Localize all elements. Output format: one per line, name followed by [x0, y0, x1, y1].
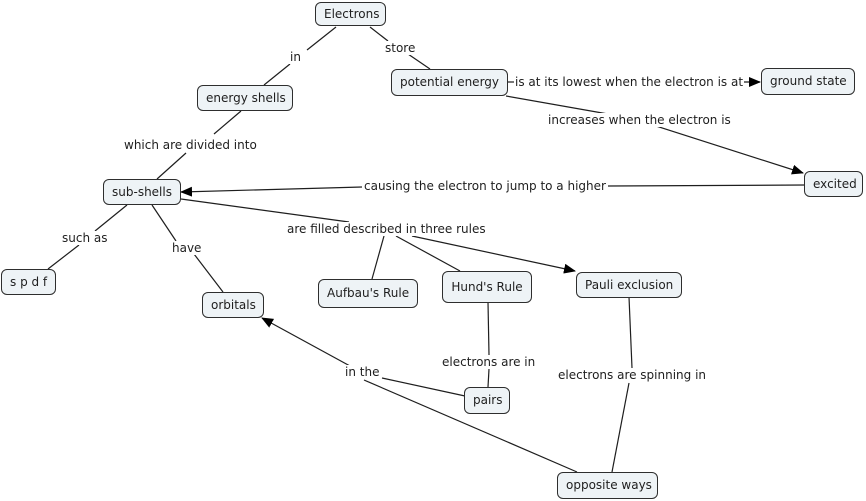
- link-increases[interactable]: increases when the electron is: [547, 113, 732, 127]
- concept-ground-state[interactable]: ground state: [761, 68, 855, 95]
- edge-potential-increases: [505, 95, 609, 115]
- edge-store-potential: [407, 53, 431, 70]
- link-are-filled[interactable]: are filled described in three rules: [286, 222, 487, 236]
- link-electrons-are-spinning-in[interactable]: electrons are spinning in: [557, 368, 708, 382]
- edge-sub-have: [151, 204, 177, 242]
- concept-spdf[interactable]: s p d f: [1, 269, 56, 295]
- concept-aufbau-rule[interactable]: Aufbau's Rule: [318, 279, 418, 308]
- edge-electrons-in: [306, 26, 337, 51]
- concept-energy-shells[interactable]: energy shells: [197, 85, 293, 111]
- link-which-are-divided-into[interactable]: which are divided into: [123, 138, 258, 152]
- edge-divided-sub: [156, 152, 187, 180]
- concept-sub-shells[interactable]: sub-shells: [103, 179, 181, 205]
- edge-suchas-spdf: [47, 244, 80, 270]
- edge-pairs-inthe: [381, 377, 466, 397]
- edge-increases-excited: [655, 125, 804, 175]
- edge-pauli-spinning: [628, 296, 633, 369]
- edge-filled-hunds: [395, 235, 461, 272]
- concept-pairs[interactable]: pairs: [464, 387, 510, 414]
- link-such-as[interactable]: such as: [61, 231, 109, 245]
- concept-excited[interactable]: excited: [804, 171, 863, 197]
- edge-in-energy-shells: [263, 63, 291, 86]
- edge-causing-sub: [180, 186, 363, 197]
- concept-hunds-rule[interactable]: Hund's Rule: [442, 271, 532, 303]
- edge-filled-aufbau: [371, 235, 385, 280]
- edge-sub-suchas: [94, 204, 128, 232]
- link-have[interactable]: have: [171, 241, 203, 255]
- edge-elecin-pairs: [487, 368, 490, 388]
- edge-have-orbitals: [193, 253, 224, 293]
- concept-electrons[interactable]: Electrons: [315, 2, 386, 26]
- edge-filled-pauli: [411, 235, 576, 274]
- link-electrons-are-in[interactable]: electrons are in: [441, 355, 537, 369]
- link-is-at-its-lowest[interactable]: is at its lowest when the electron is at: [514, 75, 745, 89]
- edge-electrons-store: [369, 26, 389, 42]
- link-in[interactable]: in: [289, 50, 302, 64]
- edge-inthe-orbitals: [261, 317, 351, 367]
- link-store[interactable]: store: [384, 41, 417, 55]
- edge-spinning-opposite: [611, 382, 630, 473]
- edge-sub-filled: [180, 198, 350, 223]
- concept-potential-energy[interactable]: potential energy: [391, 69, 508, 96]
- concept-opposite-ways[interactable]: opposite ways: [557, 472, 658, 499]
- edge-opposite-inthe: [363, 379, 578, 473]
- edge-hunds-elecin: [487, 301, 490, 356]
- link-in-the[interactable]: in the: [344, 365, 381, 379]
- link-causing-higher[interactable]: causing the electron to jump to a higher: [363, 179, 607, 193]
- concept-pauli-exclusion[interactable]: Pauli exclusion: [576, 272, 682, 298]
- edge-excited-causing: [607, 184, 806, 187]
- edge-energy-divided: [213, 110, 242, 135]
- concept-orbitals[interactable]: orbitals: [202, 292, 264, 318]
